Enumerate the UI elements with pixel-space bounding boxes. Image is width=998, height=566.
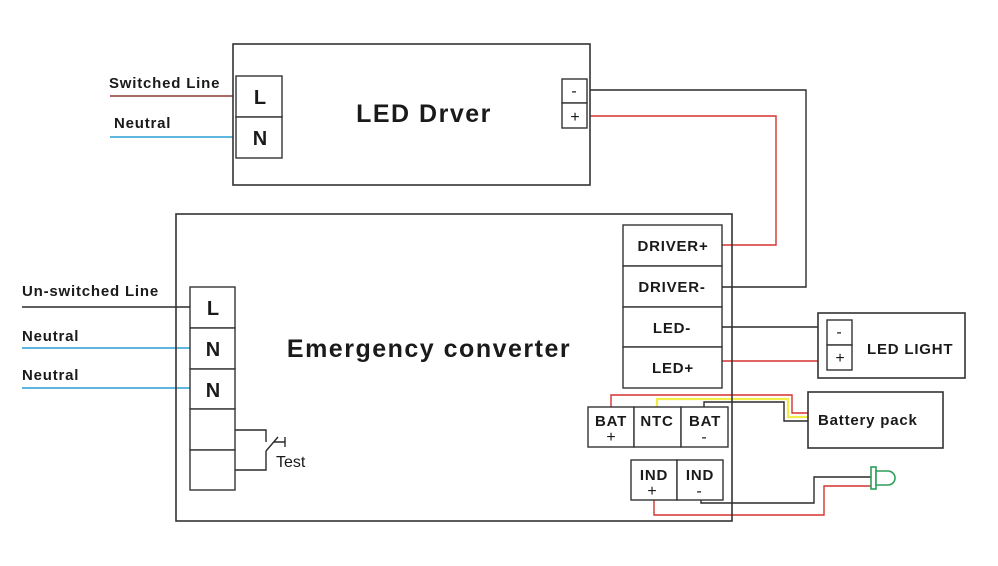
led-light-terminal-positive [826,344,853,371]
led-driver-box [232,43,591,186]
led-driver-title: LED Drver [356,100,492,128]
terminal-bat-minus-label: BAT [689,413,721,430]
terminal-led-minus-label: LED- [653,320,691,337]
test-switch-wire-top [235,429,267,442]
converter-terminal-l [189,286,236,329]
converter-neutral-label-1: Neutral [22,328,79,345]
converter-terminal-n2 [189,368,236,410]
bat-positive-wire [610,394,808,414]
terminal-led-minus [622,306,723,348]
ind-negative-wire [700,476,872,504]
terminal-bat-plus-sign: + [606,429,615,446]
terminal-ntc [633,406,682,448]
ind-positive-wire [653,485,872,516]
terminal-bat-plus [587,406,635,448]
terminal-led-plus-label: LED+ [652,360,694,377]
led-light-terminal-positive-label: + [835,350,844,367]
terminal-ind-minus-sign: - [696,483,701,500]
emergency-converter-title: Emergency converter [287,335,571,363]
test-switch-wire-bottom [235,451,267,471]
terminal-driver-plus [622,224,723,267]
driver-neutral-label: Neutral [114,115,171,132]
driver-output-positive [561,102,588,129]
terminal-bat-minus [680,406,729,448]
driver-terminal-n [235,116,283,159]
led-light-title: LED LIGHT [867,341,953,358]
battery-pack-box [807,391,944,449]
switched-line-label: Switched Line [109,75,220,92]
terminal-bat-minus-sign: - [701,429,706,446]
driver-negative-wire [587,89,807,288]
terminal-driver-plus-label: DRIVER+ [637,238,708,255]
driver-terminal-n-label: N [253,128,267,150]
driver-terminal-l-label: L [254,87,266,109]
test-switch-contact-icon [274,437,286,447]
test-label: Test [276,454,306,471]
led-light-terminal-negative-label: - [836,324,841,341]
terminal-driver-minus-label: DRIVER- [638,279,705,296]
terminal-ind-minus-label: IND [686,467,714,484]
terminal-ind-minus [676,459,724,501]
terminal-ind-plus-sign: + [647,483,656,500]
driver-output-negative-label: - [571,83,576,100]
terminal-led-plus [622,346,723,389]
ntc-wire [655,397,808,419]
driver-output-positive-label: + [570,109,579,126]
converter-terminal-test1 [189,408,236,451]
terminal-ind-plus [630,459,678,501]
emergency-converter-box [175,213,733,522]
terminal-bat-plus-label: BAT [595,413,627,430]
converter-terminal-l-label: L [207,298,219,320]
converter-terminal-n2-label: N [206,380,220,402]
driver-positive-wire [587,115,777,246]
terminal-ind-plus-label: IND [640,467,668,484]
unswitched-line-label: Un-switched Line [22,283,159,300]
test-switch-lever-icon [265,436,279,452]
led-light-terminal-negative [826,319,853,346]
converter-terminal-n1-label: N [206,339,220,361]
converter-terminal-test2 [189,449,236,491]
battery-pack-title: Battery pack [818,412,918,429]
terminal-ntc-label: NTC [640,413,673,430]
led-diode-icon [870,466,896,490]
bat-negative-wire [703,401,808,422]
converter-neutral-label-2: Neutral [22,367,79,384]
